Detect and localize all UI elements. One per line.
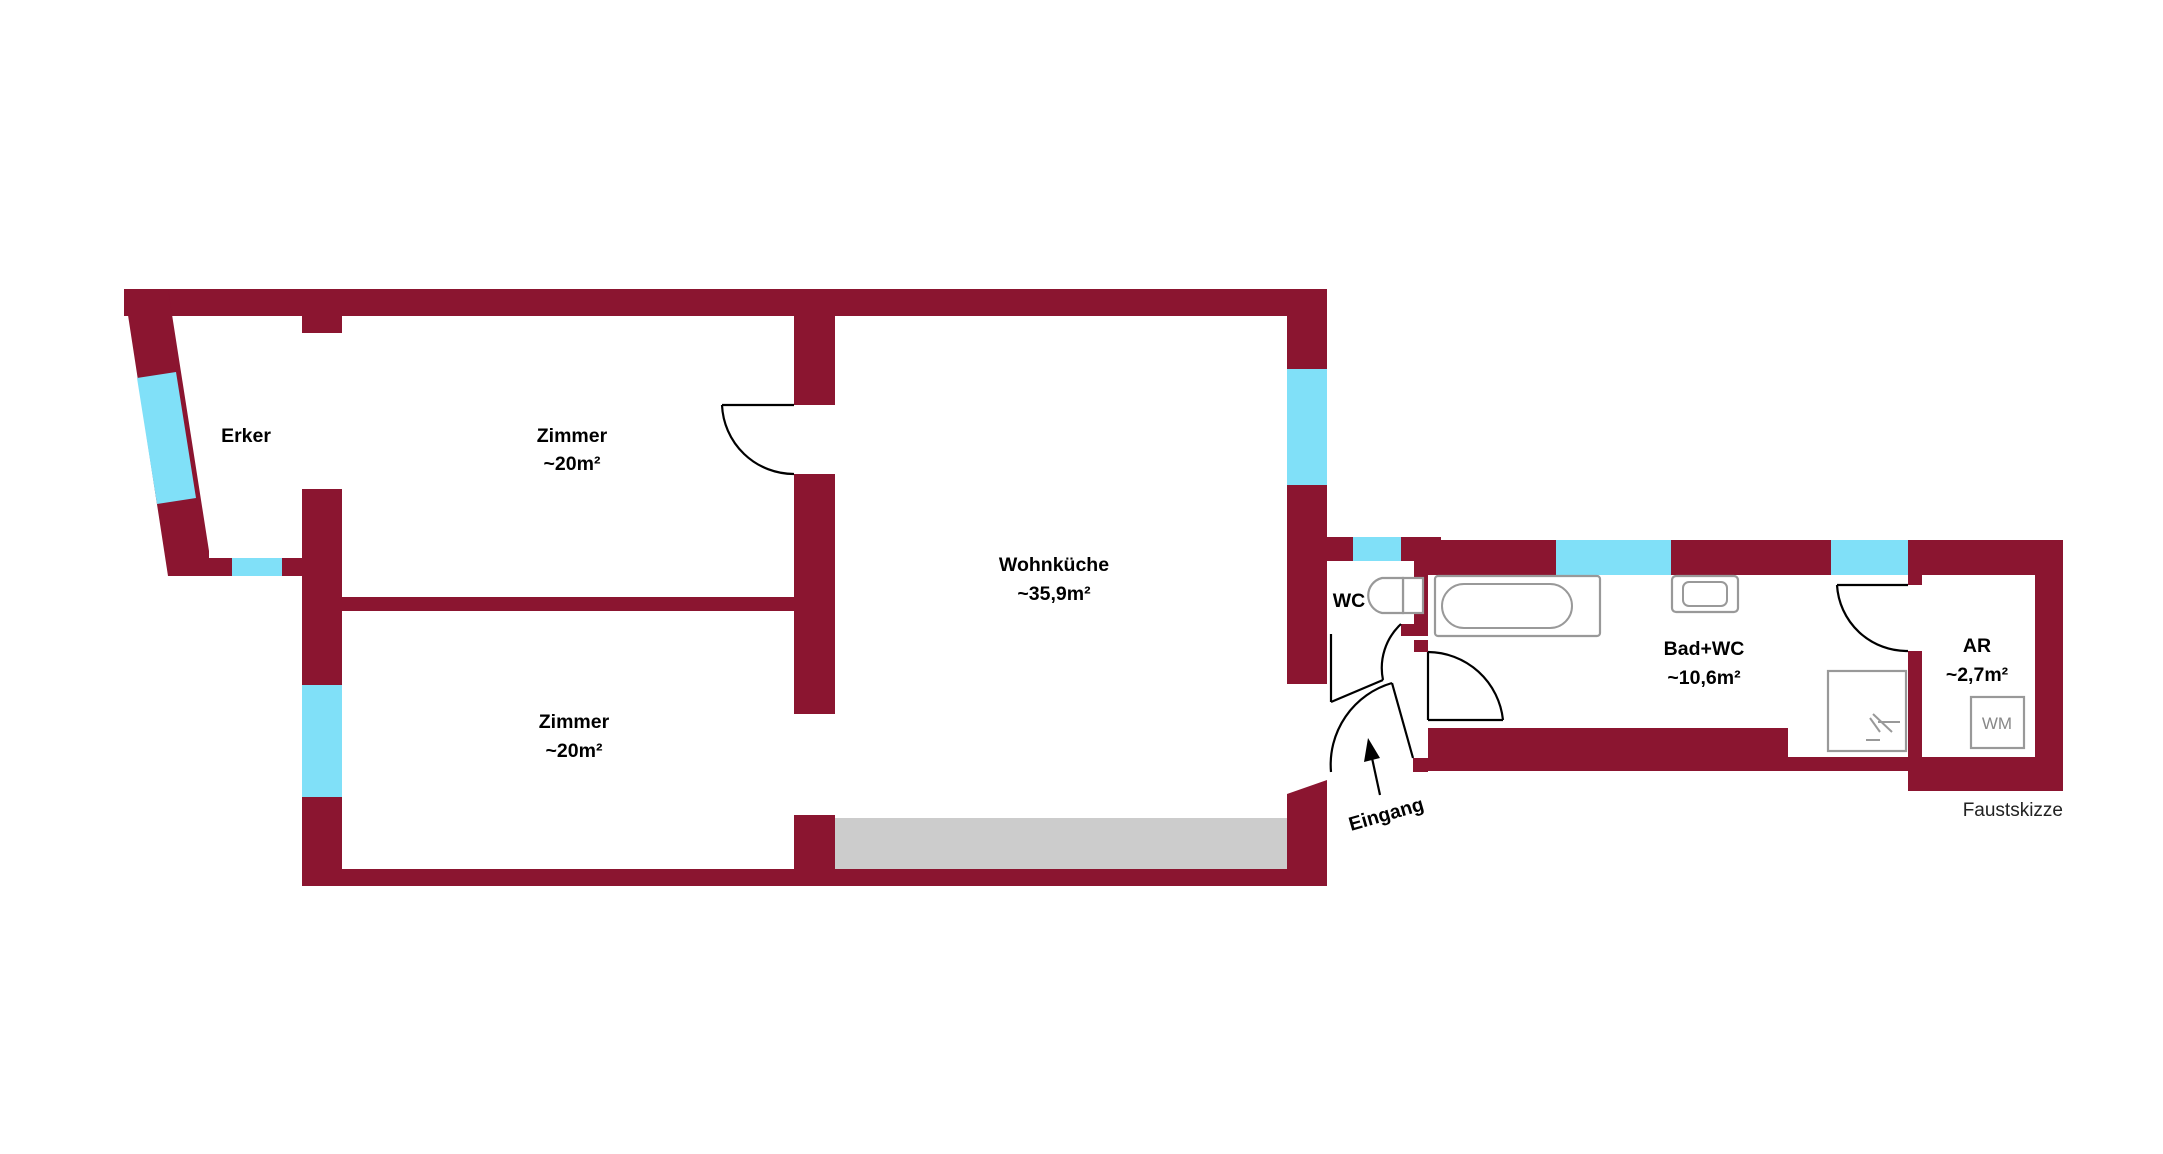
room-wohnkueche-area: ~35,9m²: [1017, 583, 1091, 605]
room-bad-area: ~10,6m²: [1667, 667, 1741, 689]
entrance-arrow-icon: [1364, 738, 1382, 796]
room-wc-name: WC: [1333, 590, 1366, 612]
sink-icon: [1670, 574, 1740, 614]
room-wohnkueche-name: Wohnküche: [999, 554, 1109, 576]
room-zimmer-top-area: ~20m²: [544, 453, 601, 475]
window-erker-bottom: [232, 558, 282, 576]
window-wohnkueche: [1287, 369, 1327, 485]
window-bad-2: [1831, 540, 1908, 575]
entrance-label: Eingang: [1346, 793, 1426, 835]
room-zimmer-bottom-area: ~20m²: [546, 740, 603, 762]
room-ar-name: AR: [1963, 635, 1991, 657]
fixtures: WM: [1367, 574, 2026, 753]
washing-machine-icon: WM: [1969, 695, 2026, 750]
room-labels: Erker Zimmer ~20m² Zimmer ~20m² Wohnküch…: [221, 425, 2009, 762]
room-zimmer-top-name: Zimmer: [537, 425, 608, 447]
sketch-note: Faustskizze: [1963, 800, 2063, 821]
room-erker-name: Erker: [221, 425, 271, 447]
toilet-icon: [1367, 576, 1425, 615]
room-ar-area: ~2,7m²: [1946, 664, 2009, 686]
washer-label: WM: [1982, 714, 2012, 733]
kitchen-counter: [835, 818, 1287, 869]
window-wc: [1353, 537, 1401, 561]
bathtub-icon: [1433, 574, 1602, 638]
room-bad-name: Bad+WC: [1664, 638, 1745, 660]
shower-icon: [1826, 669, 1908, 753]
doors: [720, 403, 1909, 773]
window-bad-1: [1556, 540, 1671, 575]
room-zimmer-bottom-name: Zimmer: [539, 711, 610, 733]
window-erker: [137, 372, 196, 504]
walls: [124, 289, 2063, 886]
window-zimmer: [302, 685, 342, 797]
windows: [137, 369, 1908, 797]
